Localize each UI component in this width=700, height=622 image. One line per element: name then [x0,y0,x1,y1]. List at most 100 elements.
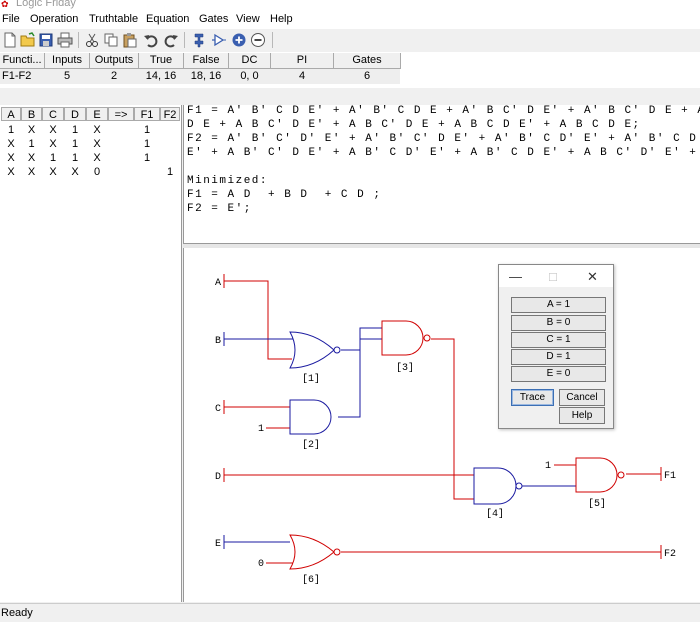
stats-header-pi[interactable]: PI [271,53,334,69]
stats-cell-pi[interactable]: 4 [298,70,306,82]
trace-value-c[interactable]: C = 1 [511,332,606,348]
tt-cell[interactable]: 1 [166,166,174,178]
tt-header-f1[interactable]: F1 [134,107,160,121]
stats-header-function[interactable]: Functi... [0,53,45,69]
tt-header-a[interactable]: A [1,107,21,121]
menu-file[interactable]: File [2,13,20,25]
input-label-a: A [215,278,221,289]
stats-cell-false[interactable]: 18, 16 [190,70,222,82]
stats-header-true[interactable]: True [139,53,184,69]
cancel-button[interactable]: Cancel [559,389,605,406]
tt-cell[interactable]: X [7,152,15,164]
tt-header-d[interactable]: D [64,107,86,121]
save-icon[interactable] [38,32,54,48]
tt-cell[interactable]: 0 [93,166,101,178]
tt-cell[interactable]: X [93,152,101,164]
tt-cell[interactable]: X [27,166,36,178]
equation-editor[interactable]: F1 = A' B' C D E' + A' B' C D E + A' B C… [183,105,700,243]
print-icon[interactable] [57,32,73,48]
gate-icon[interactable] [191,32,207,48]
zoom-out-icon[interactable] [250,32,266,48]
tt-cell[interactable]: 1 [71,124,79,136]
tt-cell[interactable]: X [49,124,57,136]
help-button[interactable]: Help [559,407,605,424]
tt-cell[interactable]: X [93,138,101,150]
stats-header-dc[interactable]: DC [229,53,271,69]
tt-cell[interactable] [160,137,180,151]
tt-cell[interactable] [108,123,134,137]
minimize-icon[interactable]: — [509,269,522,284]
stats-header-inputs[interactable]: Inputs [45,53,90,69]
window-title: Logic Friday [16,0,76,9]
menu-help[interactable]: Help [270,13,293,25]
tt-cell[interactable]: X [27,152,36,164]
trace-value-d[interactable]: D = 1 [511,349,606,365]
tt-cell[interactable]: 1 [143,124,151,136]
tt-cell[interactable]: 1 [71,138,79,150]
tt-header-f2[interactable]: F2 [160,107,180,121]
stats-header-outputs[interactable]: Outputs [90,53,139,69]
tt-cell[interactable] [134,165,160,179]
tt-header-b[interactable]: B [21,107,42,121]
output-label-f2: F2 [664,549,676,560]
zoom-in-icon[interactable] [231,32,247,48]
tt-cell[interactable]: 1 [49,152,57,164]
menu-truthtable[interactable]: Truthtable [89,13,139,25]
tt-cell[interactable]: 1 [71,152,79,164]
truth-table-panel: A B C D E => F1 F2 1 X X 1 X 1 X 1 X 1 X… [0,105,182,602]
open-folder-icon[interactable] [20,32,36,48]
stats-cell-true[interactable]: 14, 16 [145,70,177,82]
tt-cell[interactable]: 1 [143,138,151,150]
gate-6-nor [289,534,341,570]
input-label-d: D [215,472,221,483]
trace-value-e[interactable]: E = 0 [511,366,606,382]
copy-icon[interactable] [103,32,119,48]
stats-cell-function[interactable]: F1-F2 [2,70,32,82]
trace-value-a[interactable]: A = 1 [511,297,606,313]
menu-view[interactable]: View [236,13,260,25]
tt-cell[interactable]: X [7,166,15,178]
title-bar: ✿ Logic Friday [0,0,700,11]
stats-header-gates[interactable]: Gates [334,53,401,69]
tt-cell[interactable] [160,123,180,137]
cut-icon[interactable] [84,32,100,48]
new-file-icon[interactable] [2,32,18,48]
stats-cell-outputs[interactable]: 2 [110,70,118,82]
tt-cell[interactable] [108,151,134,165]
tt-header-e[interactable]: E [86,107,108,121]
menu-equation[interactable]: Equation [146,13,190,25]
tt-cell[interactable]: 1 [28,138,35,150]
tt-cell[interactable]: X [49,166,57,178]
menu-operation[interactable]: Operation [30,13,79,25]
minimized-label: Minimized: [187,175,269,187]
close-icon[interactable]: ✕ [587,269,598,284]
buffer-icon[interactable] [211,32,227,48]
stats-header-false[interactable]: False [184,53,229,69]
stats-cell-gates[interactable]: 6 [363,70,371,82]
tt-cell[interactable] [108,165,134,179]
stats-cell-dc[interactable]: 0, 0 [240,70,259,82]
undo-icon[interactable] [143,32,159,48]
trace-value-b[interactable]: B = 0 [511,315,606,331]
toolbar-separator [272,32,273,48]
tt-header-arrow[interactable]: => [108,107,134,121]
tt-cell[interactable]: 1 [143,152,151,164]
tt-header-c[interactable]: C [42,107,64,121]
tt-cell[interactable] [160,151,180,165]
tt-cell[interactable] [108,137,134,151]
stats-cell-inputs[interactable]: 5 [63,70,71,82]
tt-cell[interactable]: X [71,166,79,178]
tt-cell[interactable]: X [93,124,101,136]
tt-cell[interactable]: X [49,138,57,150]
tt-cell[interactable]: X [27,124,36,136]
menu-gates[interactable]: Gates [199,13,229,25]
paste-icon[interactable] [122,32,138,48]
redo-icon[interactable] [163,32,179,48]
gate-label-2: [2] [302,439,320,451]
function-stats-table: Functi... Inputs Outputs True False DC P… [0,52,700,88]
trace-button[interactable]: Trace [511,389,554,406]
tt-cell[interactable]: 1 [7,124,15,136]
gate-1-nor [289,331,341,369]
tt-cell[interactable]: X [7,138,15,150]
constant-label: 0 [258,559,264,570]
